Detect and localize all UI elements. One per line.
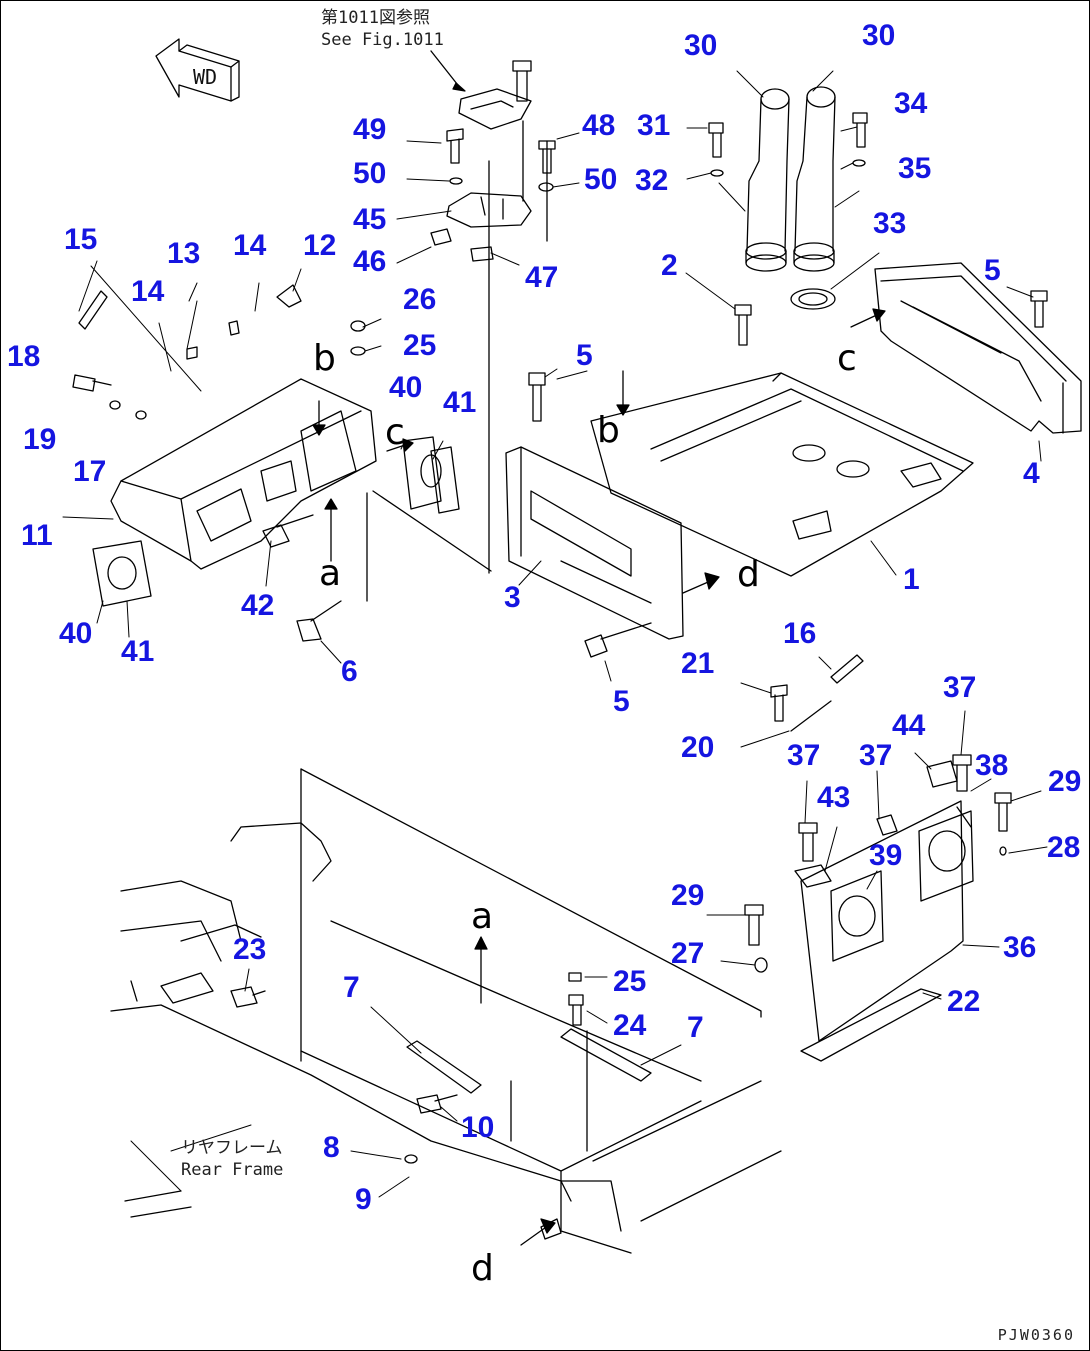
callout-8: 8 [323, 1131, 340, 1164]
callout-29-left: 29 [671, 879, 705, 912]
flange-40 [92, 540, 152, 607]
housing-11 [110, 378, 377, 570]
callout-26: 26 [403, 283, 437, 316]
view-letter-a-lower: a [471, 896, 494, 937]
callout-49: 49 [353, 113, 387, 146]
callout-28: 28 [1047, 831, 1081, 864]
forward-label: WD [193, 65, 218, 89]
panel-3 [505, 446, 684, 640]
callout-3: 3 [504, 581, 521, 614]
bolt-49 [446, 128, 464, 164]
part-15 [78, 290, 108, 330]
view-letter-c-right: c [837, 338, 857, 379]
callout-50b: 50 [584, 163, 618, 196]
callout-6: 6 [341, 655, 358, 688]
callout-7-left: 7 [343, 971, 360, 1004]
callout-2: 2 [661, 249, 678, 282]
callout-5-lower: 5 [613, 685, 630, 718]
callout-13: 13 [167, 237, 201, 270]
callout-9: 9 [355, 1183, 372, 1216]
gasket-33 [790, 288, 836, 310]
callout-12: 12 [303, 229, 337, 262]
callout-4: 4 [1023, 457, 1040, 490]
part-10-bracket [406, 1040, 482, 1094]
bracket-part-45 [430, 88, 548, 262]
rear-frame-note-en: Rear Frame [181, 1160, 284, 1180]
callout-30b: 30 [862, 19, 896, 52]
reference-note-jp: 第1011図参照 [321, 8, 430, 28]
view-letter-c: c [385, 412, 405, 453]
callout-46: 46 [353, 245, 387, 278]
callout-21: 21 [681, 647, 715, 680]
callout-7-right: 7 [687, 1011, 704, 1044]
callout-23: 23 [233, 933, 267, 966]
callout-5-center: 5 [576, 339, 593, 372]
callout-41-left: 41 [121, 635, 155, 668]
callout-40-left: 40 [59, 617, 93, 650]
callout-14a: 14 [233, 229, 267, 262]
view-letter-d: d [737, 554, 760, 595]
callout-25-upper: 25 [403, 329, 437, 362]
view-arrows [312, 308, 886, 1246]
forward-arrow-icon [155, 38, 240, 102]
side-cover-4 [874, 262, 1082, 434]
callout-39: 39 [869, 839, 903, 872]
bolt-48 [538, 140, 556, 174]
callout-17: 17 [73, 455, 107, 488]
callout-5-right: 5 [984, 254, 1001, 287]
view-letter-b-right: b [597, 410, 620, 451]
drawing-id: PJW0360 [997, 1326, 1075, 1344]
callout-29-right: 29 [1048, 765, 1082, 798]
callout-47: 47 [525, 261, 559, 294]
exhaust-pipe-right [793, 86, 836, 272]
callout-27: 27 [671, 937, 705, 970]
callout-40-right: 40 [389, 371, 423, 404]
rear-frame [110, 768, 782, 1254]
callout-42: 42 [241, 589, 275, 622]
reference-note-en: See Fig.1011 [321, 30, 444, 50]
callout-24: 24 [613, 1009, 647, 1042]
flange-40-right [402, 436, 460, 514]
callout-11: 11 [21, 519, 53, 552]
callout-44: 44 [892, 709, 926, 742]
callout-22: 22 [947, 985, 981, 1018]
bolt-top [512, 60, 532, 102]
bracket-36 [794, 760, 974, 1062]
callout-30a: 30 [684, 29, 718, 62]
leader-lines [62, 70, 1048, 1198]
callout-50a: 50 [353, 157, 387, 190]
callout-36: 36 [1003, 931, 1037, 964]
callout-1: 1 [903, 563, 920, 596]
callout-16: 16 [783, 617, 817, 650]
callout-14b: 14 [131, 275, 165, 308]
callout-20: 20 [681, 731, 715, 764]
callout-37-mid: 37 [859, 739, 893, 772]
hood-plate-1 [590, 372, 974, 577]
callout-37-top: 37 [943, 671, 977, 704]
callout-38: 38 [975, 749, 1009, 782]
callout-10: 10 [461, 1111, 495, 1144]
callout-37-left: 37 [787, 739, 821, 772]
callout-32: 32 [635, 164, 669, 197]
callout-48: 48 [582, 109, 616, 142]
view-letter-a: a [319, 553, 342, 594]
callout-33: 33 [873, 207, 907, 240]
rear-frame-note-jp: リヤフレーム [181, 1138, 283, 1158]
exhaust-pipe-left [745, 88, 790, 272]
callout-19: 19 [23, 423, 57, 456]
callout-15: 15 [64, 223, 98, 256]
view-letter-b: b [313, 338, 336, 379]
callout-35: 35 [898, 152, 932, 185]
view-letter-d-lower: d [471, 1248, 494, 1289]
callout-45: 45 [353, 203, 387, 236]
callout-43: 43 [817, 781, 851, 814]
callout-18: 18 [7, 340, 41, 373]
callout-25-lower: 25 [613, 965, 647, 998]
callout-41-right: 41 [443, 386, 477, 419]
callout-31: 31 [637, 109, 671, 142]
callout-34: 34 [894, 87, 928, 120]
